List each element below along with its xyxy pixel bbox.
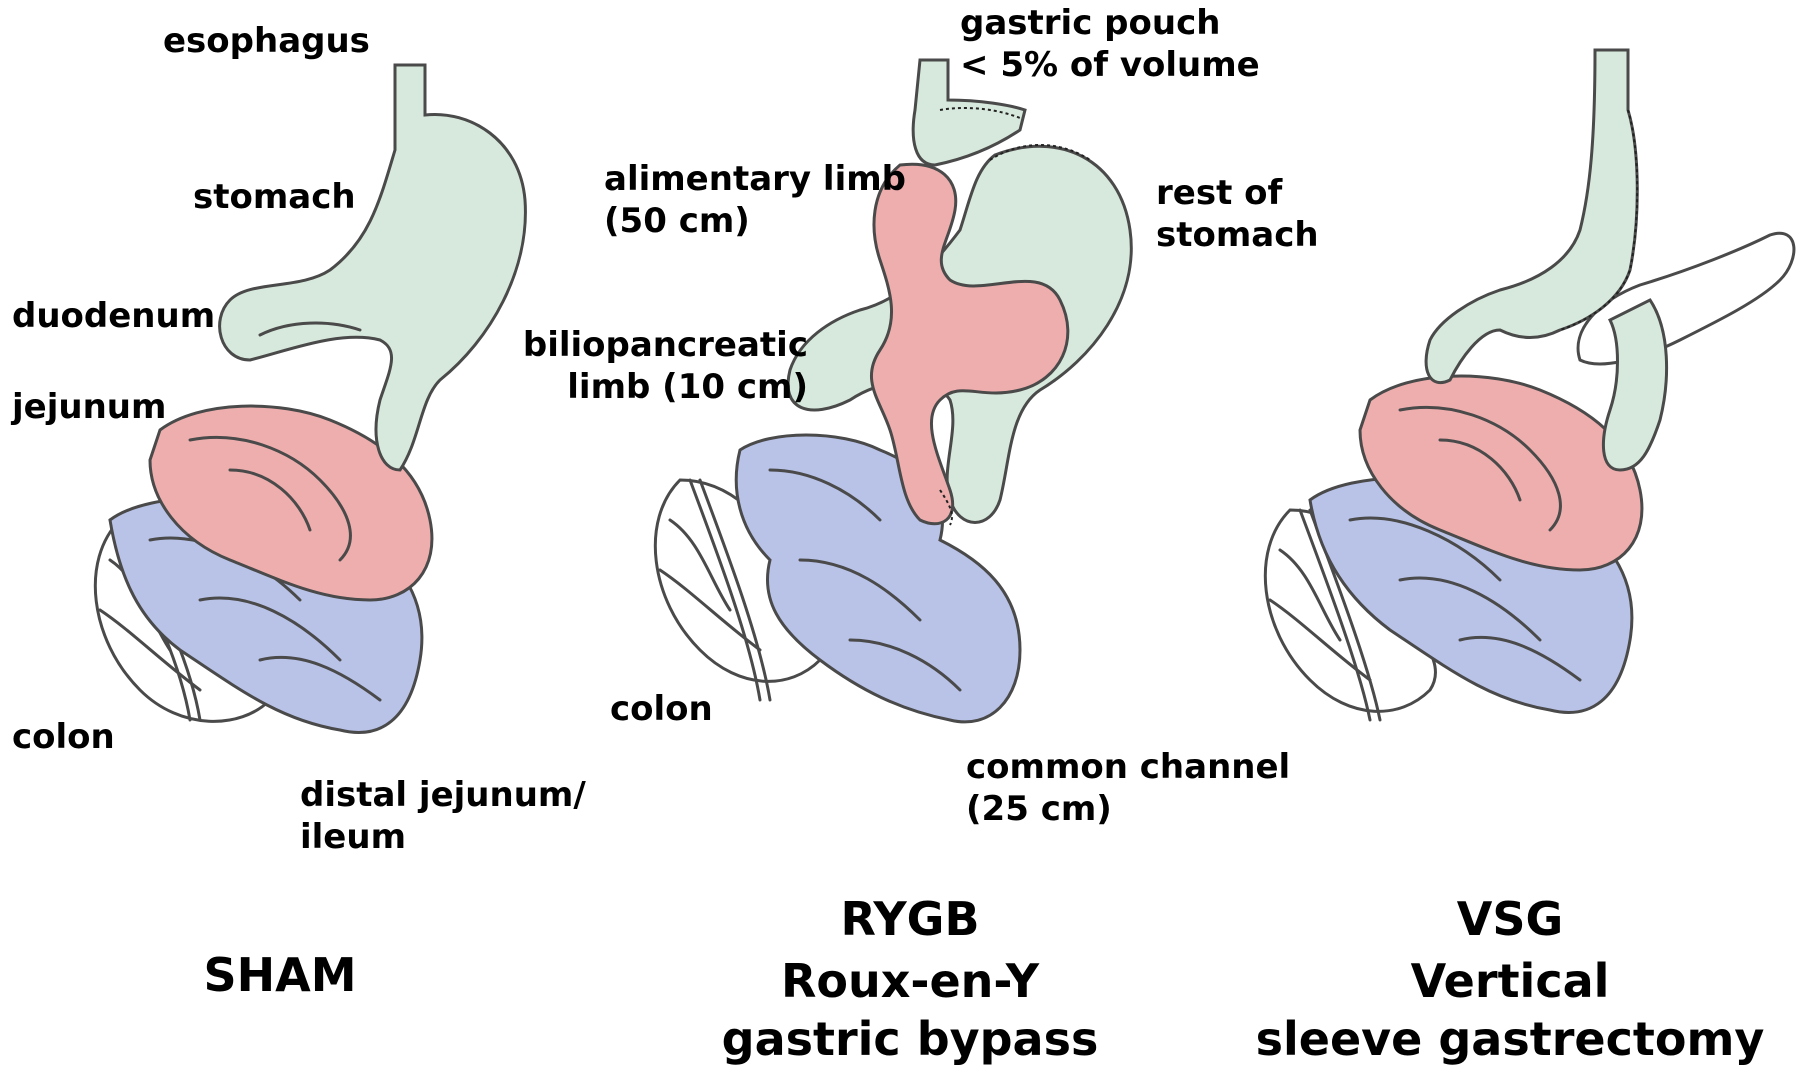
label-common-channel-line2: (25 cm) <box>966 788 1112 830</box>
label-colon-sham: colon <box>12 716 115 758</box>
label-biliopancreatic-line1: biliopancreatic <box>470 324 808 366</box>
caption-vsg-line1: VSG <box>1250 890 1770 948</box>
label-alimentary-limb-line2: (50 cm) <box>604 200 750 242</box>
label-jejunum: jejunum <box>12 386 166 428</box>
caption-rygb-line1: RYGB <box>660 890 1160 948</box>
label-gastric-pouch-line2: < 5% of volume <box>960 44 1260 86</box>
label-biliopancreatic-line2: limb (10 cm) <box>470 366 808 408</box>
label-esophagus: esophagus <box>163 20 370 62</box>
label-common-channel-line1: common channel <box>966 746 1290 788</box>
label-rest-of-stomach-line2: stomach <box>1156 214 1319 256</box>
caption-rygb-line3: gastric bypass <box>660 1010 1160 1068</box>
label-stomach: stomach <box>193 176 356 218</box>
label-distal-jejunum-line2: ileum <box>300 816 406 858</box>
label-gastric-pouch-line1: gastric pouch <box>960 2 1220 44</box>
caption-vsg-line3: sleeve gastrectomy <box>1250 1010 1770 1068</box>
caption-rygb-line2: Roux-en-Y <box>660 952 1160 1010</box>
label-distal-jejunum-line1: distal jejunum/ <box>300 774 586 816</box>
caption-vsg-line2: Vertical <box>1250 952 1770 1010</box>
vsg-anatomy <box>1265 50 1794 720</box>
caption-sham: SHAM <box>140 946 420 1004</box>
label-colon-rygb: colon <box>610 688 713 730</box>
label-rest-of-stomach-line1: rest of <box>1156 172 1282 214</box>
label-duodenum: duodenum <box>12 295 215 337</box>
label-alimentary-limb-line1: alimentary limb <box>604 158 906 200</box>
